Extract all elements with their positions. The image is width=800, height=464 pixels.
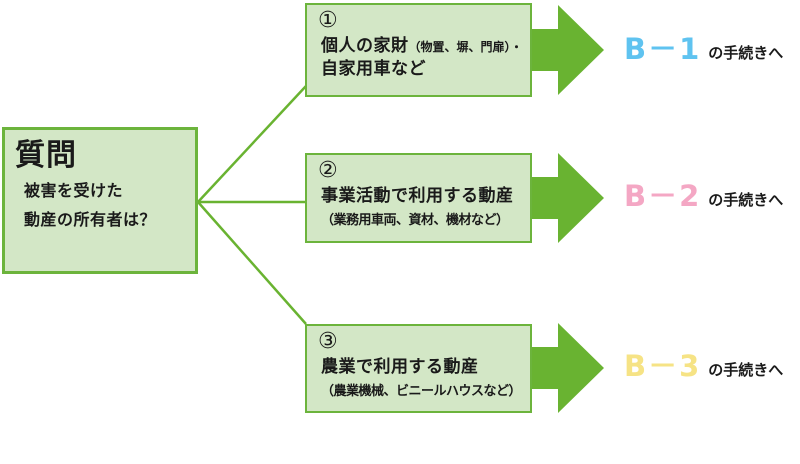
- destination-label-2: B－2 の手続きへ: [624, 178, 783, 216]
- option-1-line2: 自家用車など: [321, 59, 426, 80]
- destination-1-code: B－1: [624, 32, 702, 66]
- destination-1-suffix: の手続きへ: [708, 44, 784, 63]
- option-box-1: ① 個人の家財（物置、塀、門扉）・ 自家用車など: [305, 3, 532, 97]
- option-box-2: ② 事業活動で利用する動産 （業務用車両、資材、機材など）: [305, 153, 532, 243]
- question-title: 質問: [15, 138, 77, 173]
- option-1-main-note: （物置、塀、門扉）・: [408, 40, 523, 55]
- destination-label-1: B－1 の手続きへ: [624, 31, 783, 69]
- option-2-text: 事業活動で利用する動産 （業務用車両、資材、機材など）: [321, 185, 526, 230]
- destination-2-code: B－2: [624, 179, 702, 213]
- question-line-1: 被害を受けた: [24, 180, 124, 200]
- option-1-main: 個人の家財: [321, 36, 409, 57]
- option-2-main: 事業活動で利用する動産: [321, 186, 514, 207]
- option-1-text: 個人の家財（物置、塀、門扉）・ 自家用車など: [321, 35, 526, 81]
- question-box: 質問 被害を受けた 動産の所有者は？: [2, 127, 198, 274]
- option-3-note: （農業機械、ビニールハウスなど）: [321, 384, 522, 400]
- question-line-2: 動産の所有者は？: [24, 210, 157, 230]
- arrow-icon-3: [528, 323, 604, 413]
- option-3-text: 農業で利用する動産 （農業機械、ビニールハウスなど）: [321, 356, 526, 401]
- option-box-3: ③ 農業で利用する動産 （農業機械、ビニールハウスなど）: [305, 324, 532, 413]
- connector-line-3: [197, 201, 307, 325]
- option-3-main: 農業で利用する動産: [321, 357, 479, 378]
- destination-2-suffix: の手続きへ: [708, 191, 784, 210]
- arrow-icon-1: [528, 5, 604, 95]
- destination-label-3: B－3 の手続きへ: [624, 348, 783, 386]
- destination-3-code: B－3: [624, 349, 702, 383]
- option-2-number-icon: ②: [318, 158, 338, 183]
- connector-line-1: [197, 85, 307, 203]
- option-2-note: （業務用車両、資材、機材など）: [321, 213, 509, 229]
- option-3-number-icon: ③: [318, 329, 338, 354]
- arrow-icon-2: [528, 153, 604, 243]
- option-1-number-icon: ①: [318, 8, 338, 33]
- destination-3-suffix: の手続きへ: [708, 361, 784, 380]
